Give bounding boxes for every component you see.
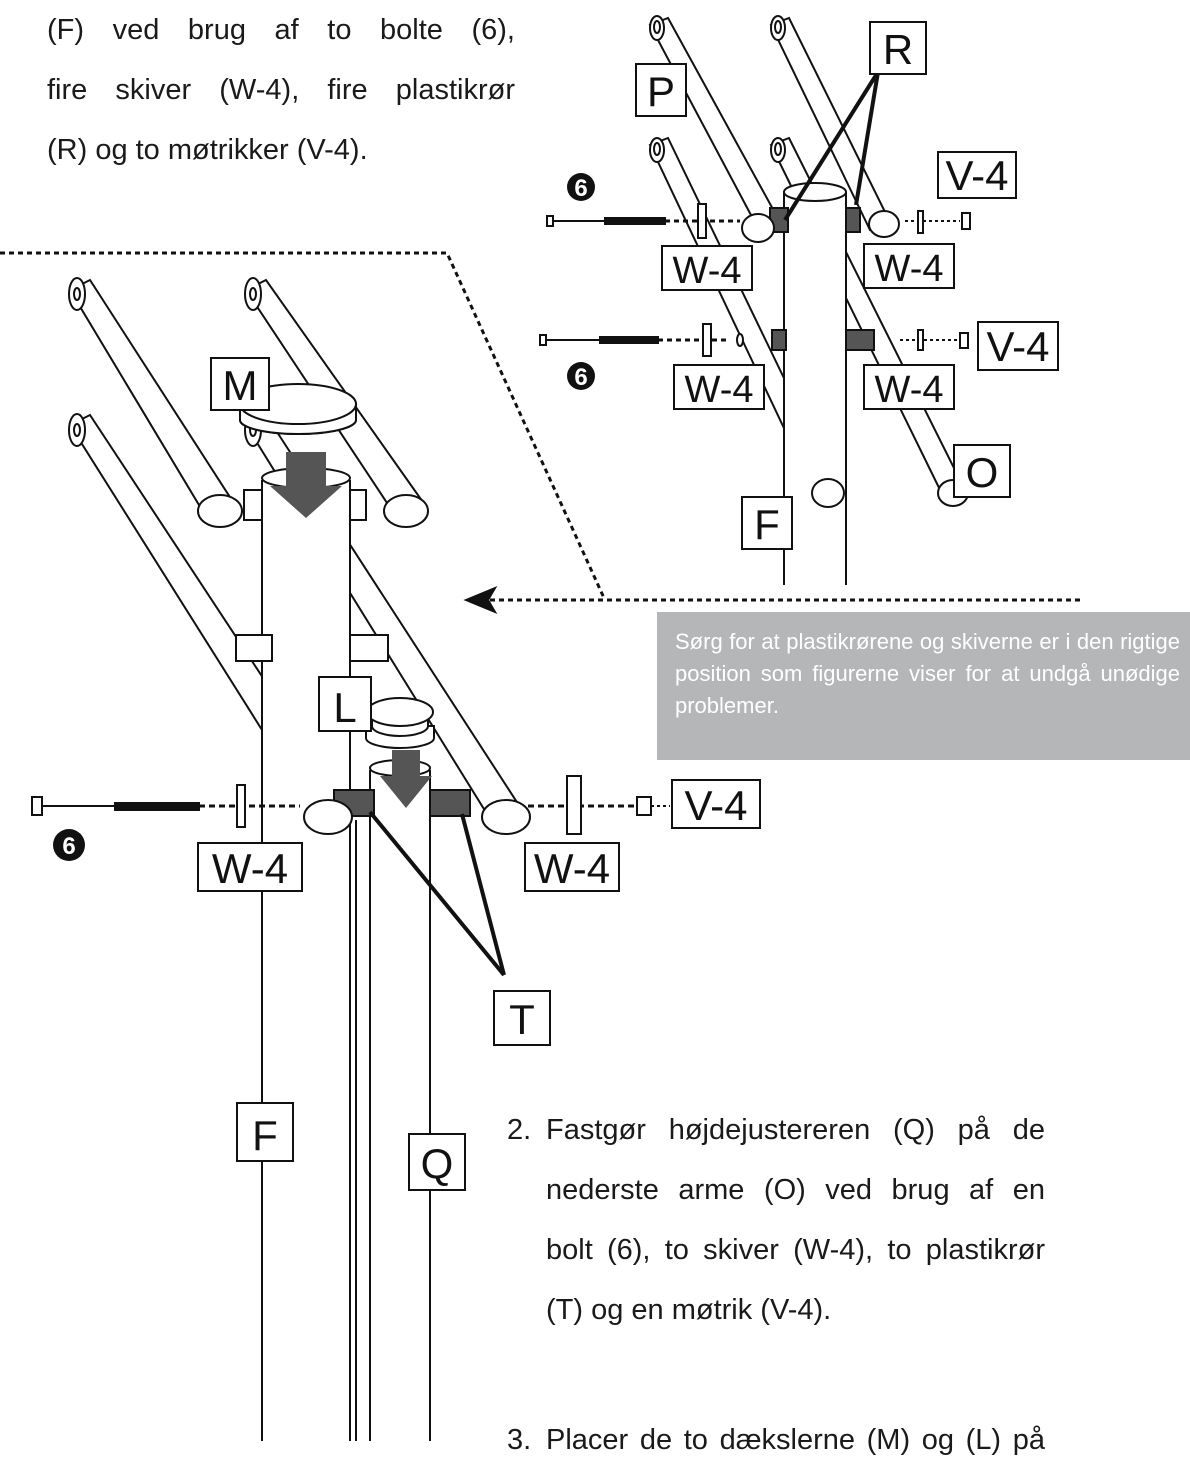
step2-line-4: (T) og en møtrik (V-4). — [546, 1294, 832, 1326]
label-O: O — [966, 449, 999, 496]
label-M: M — [223, 362, 258, 409]
label-W4: W-4 — [673, 250, 742, 292]
step2-line-2: nederste arme (O) ved brug af en — [546, 1174, 1045, 1206]
step1-line-2: fire skiver (W-4), fire plastikrør — [47, 74, 515, 106]
bolt-6-number: 6 — [62, 833, 75, 860]
label-W4: W-4 — [875, 248, 944, 290]
step2-line-3: bolt (6), to skiver (W-4), to plastikrør — [546, 1234, 1045, 1266]
bolt-6-marker — [53, 829, 85, 861]
note-box: Sørg for at plastikrørene og skiverne er… — [657, 612, 1190, 760]
step1-text: (F) ved brug af to bolte (6), fire skive… — [47, 0, 515, 180]
label-W4: W-4 — [212, 845, 288, 892]
step2-text: Fastgør højdejustereren (Q) på de neders… — [546, 1100, 1045, 1340]
label-Q: Q — [421, 1140, 454, 1187]
label-W4: W-4 — [534, 845, 610, 892]
step1-line-1: (F) ved brug af to bolte (6), — [47, 14, 515, 46]
label-V4: V-4 — [684, 782, 747, 829]
label-V4: V-4 — [945, 152, 1008, 199]
bolt-6-number: 6 — [574, 364, 587, 391]
note-text: Sørg for at plastikrørene og skiverne er… — [675, 629, 1180, 718]
step3-line-1: Placer de to dækslerne (M) og (L) på — [546, 1424, 1045, 1456]
label-W4: W-4 — [875, 369, 944, 411]
label-L: L — [333, 684, 356, 731]
label-P: P — [647, 68, 675, 115]
label-F: F — [754, 501, 780, 548]
main-view — [31, 277, 670, 1441]
step1-line-3: (R) og to møtrikker (V-4). — [47, 134, 368, 166]
label-F: F — [252, 1112, 278, 1159]
step2-number: 2. — [507, 1114, 532, 1146]
label-T: T — [509, 996, 535, 1043]
bolt-6-number: 6 — [574, 175, 587, 202]
label-W4: W-4 — [685, 369, 754, 411]
step3-text: Placer de to dækslerne (M) og (L) på — [546, 1410, 1045, 1470]
step3-number: 3. — [507, 1424, 532, 1456]
bolt-6-marker — [567, 173, 595, 201]
bolt-6-marker — [567, 362, 595, 390]
step2-line-1: Fastgør højdejustereren (Q) på de — [546, 1114, 1045, 1146]
label-R: R — [883, 26, 913, 73]
label-V4: V-4 — [986, 323, 1049, 370]
